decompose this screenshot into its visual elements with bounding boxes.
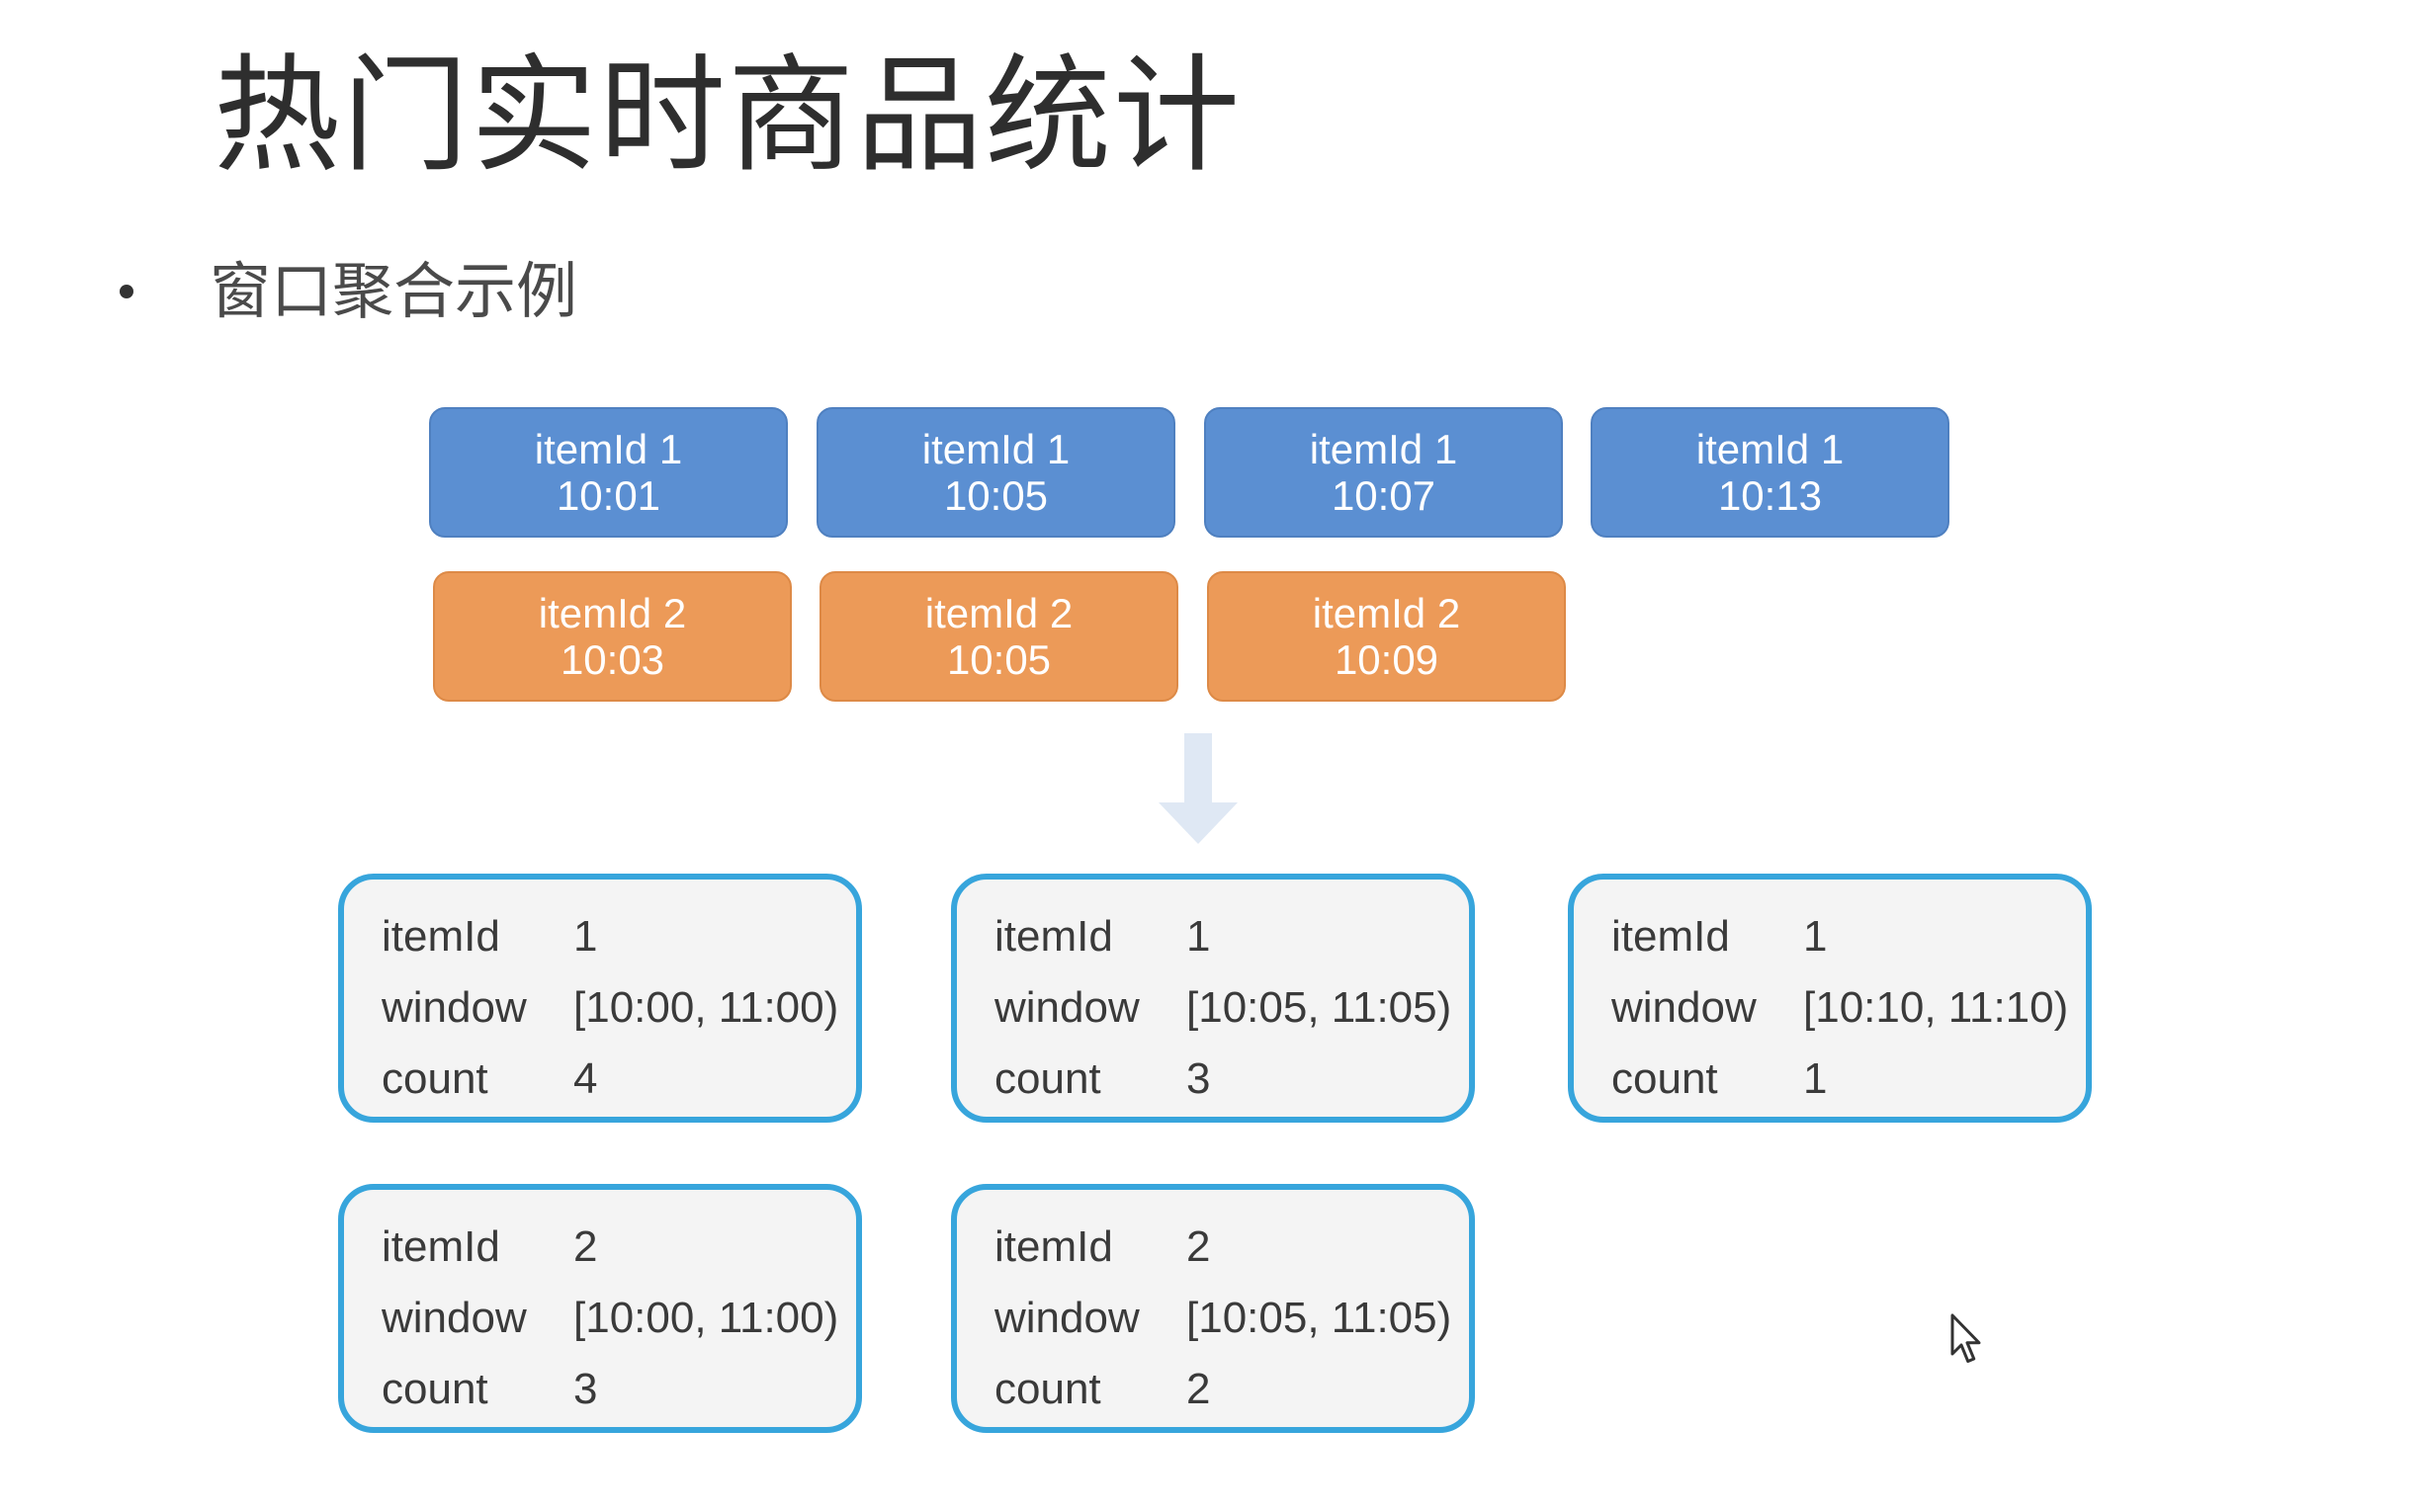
event-box: itemId 1 10:07 xyxy=(1204,407,1563,538)
event-item-label: itemId 1 xyxy=(534,426,683,472)
item-key: itemId xyxy=(994,912,1113,961)
event-box: itemId 1 10:05 xyxy=(817,407,1175,538)
result-row-item: itemId 2 xyxy=(994,1212,1469,1283)
count-value: 3 xyxy=(573,1365,598,1413)
window-value: [10:05, 11:05) xyxy=(1186,1294,1452,1342)
window-value: [10:00, 11:00) xyxy=(573,1294,839,1342)
result-row-count: count 3 xyxy=(382,1354,856,1425)
event-box: itemId 1 10:01 xyxy=(429,407,788,538)
event-box: itemId 2 10:03 xyxy=(433,571,792,702)
result-row-item: itemId 2 xyxy=(382,1212,856,1283)
count-key: count xyxy=(382,1054,488,1103)
event-time: 10:01 xyxy=(556,472,661,519)
result-row-count: count 1 xyxy=(1611,1044,2086,1115)
item-key: itemId xyxy=(382,912,500,961)
result-row-item: itemId 1 xyxy=(1611,901,2086,972)
count-value: 4 xyxy=(573,1054,598,1103)
window-key: window xyxy=(382,1294,527,1342)
bullet-dot xyxy=(120,285,133,298)
event-time: 10:03 xyxy=(560,636,665,683)
count-key: count xyxy=(382,1365,488,1413)
event-item-label: itemId 1 xyxy=(1309,426,1458,472)
result-row-item: itemId 1 xyxy=(382,901,856,972)
result-row-item: itemId 1 xyxy=(994,901,1469,972)
item-value: 2 xyxy=(1186,1222,1211,1271)
item-value: 1 xyxy=(573,912,598,961)
event-time: 10:13 xyxy=(1717,472,1823,519)
result-row-count: count 3 xyxy=(994,1044,1469,1115)
item-key: itemId xyxy=(1611,912,1730,961)
result-box: itemId 1 window [10:10, 11:10) count 1 xyxy=(1568,874,2092,1123)
event-item-label: itemId 2 xyxy=(1312,590,1461,636)
event-time: 10:07 xyxy=(1331,472,1436,519)
window-key: window xyxy=(382,983,527,1032)
mouse-cursor-icon xyxy=(1950,1313,1981,1363)
event-box: itemId 2 10:05 xyxy=(820,571,1178,702)
event-box: itemId 1 10:13 xyxy=(1591,407,1949,538)
result-box: itemId 2 window [10:00, 11:00) count 3 xyxy=(338,1184,862,1433)
window-key: window xyxy=(1611,983,1757,1032)
count-value: 3 xyxy=(1186,1054,1211,1103)
result-row-window: window [10:00, 11:00) xyxy=(382,1283,856,1354)
window-key: window xyxy=(994,1294,1140,1342)
result-row-window: window [10:00, 11:00) xyxy=(382,972,856,1044)
window-value: [10:00, 11:00) xyxy=(573,983,839,1032)
item-value: 1 xyxy=(1186,912,1211,961)
window-key: window xyxy=(994,983,1140,1032)
result-row-count: count 2 xyxy=(994,1354,1469,1425)
count-key: count xyxy=(994,1365,1101,1413)
item-value: 2 xyxy=(573,1222,598,1271)
item-key: itemId xyxy=(382,1222,500,1271)
event-item-label: itemId 1 xyxy=(1695,426,1845,472)
event-time: 10:05 xyxy=(946,636,1052,683)
event-time: 10:05 xyxy=(943,472,1049,519)
item-key: itemId xyxy=(994,1222,1113,1271)
event-box: itemId 2 10:09 xyxy=(1207,571,1566,702)
event-item-label: itemId 2 xyxy=(538,590,687,636)
count-key: count xyxy=(994,1054,1101,1103)
result-row-window: window [10:10, 11:10) xyxy=(1611,972,2086,1044)
result-box: itemId 2 window [10:05, 11:05) count 2 xyxy=(951,1184,1475,1433)
count-key: count xyxy=(1611,1054,1718,1103)
count-value: 2 xyxy=(1186,1365,1211,1413)
window-value: [10:10, 11:10) xyxy=(1803,983,2069,1032)
result-row-window: window [10:05, 11:05) xyxy=(994,1283,1469,1354)
event-item-label: itemId 1 xyxy=(921,426,1071,472)
count-value: 1 xyxy=(1803,1054,1828,1103)
event-time: 10:09 xyxy=(1334,636,1439,683)
bullet-text: 窗口聚合示例 xyxy=(210,255,578,327)
result-row-count: count 4 xyxy=(382,1044,856,1115)
slide-title: 热门实时商品统计 xyxy=(214,42,1243,190)
window-value: [10:05, 11:05) xyxy=(1186,983,1452,1032)
result-box: itemId 1 window [10:05, 11:05) count 3 xyxy=(951,874,1475,1123)
result-box: itemId 1 window [10:00, 11:00) count 4 xyxy=(338,874,862,1123)
event-item-label: itemId 2 xyxy=(924,590,1074,636)
result-row-window: window [10:05, 11:05) xyxy=(994,972,1469,1044)
down-arrow-icon xyxy=(1159,733,1238,844)
item-value: 1 xyxy=(1803,912,1828,961)
